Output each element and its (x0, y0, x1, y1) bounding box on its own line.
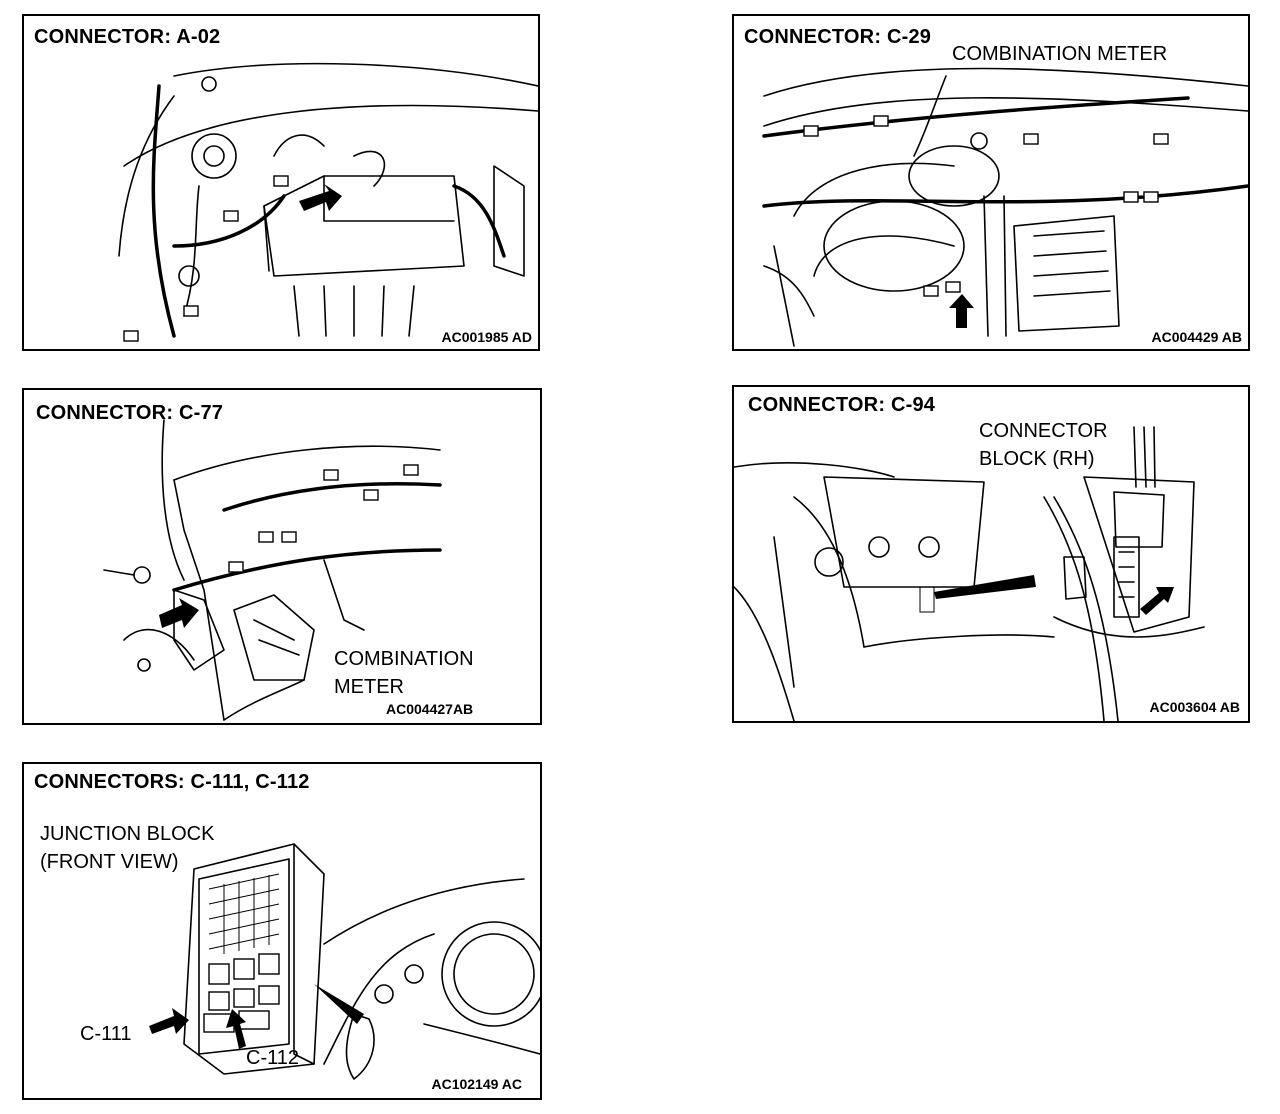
panel-title: CONNECTOR: C-77 (36, 402, 224, 424)
dashboard-harness-illustration (762, 67, 1248, 347)
label-connector-block-line2: BLOCK (RH) (979, 448, 1095, 470)
panel-title: CONNECTOR: C-94 (748, 394, 936, 416)
panel-title: CONNECTOR: A-02 (34, 26, 221, 48)
figure-code: AC004429 AB (1151, 329, 1242, 345)
panel-title: CONNECTOR: C-29 (744, 26, 932, 48)
figure-code: AC004427AB (386, 701, 474, 717)
label-connector-block-line1: CONNECTOR (979, 420, 1108, 442)
label-combination-meter-line1: COMBINATION (334, 648, 474, 670)
label-c111: C-111 (80, 1023, 132, 1045)
engine-bay-illustration (118, 62, 538, 342)
label-junction-block-line1: JUNCTION BLOCK (40, 823, 215, 845)
panel-connector-a02: CONNECTOR: A-02 AC001985 AD (22, 14, 540, 351)
panel-connector-c77: CONNECTOR: C-77 COMBINATION METER AC0044… (22, 388, 542, 725)
connector-block-illustration (734, 426, 1205, 721)
panel-connectors-c111-c112: CONNECTORS: C-111, C-112 JUNCTION BLOCK … (22, 762, 542, 1100)
panel-title: CONNECTORS: C-111, C-112 (34, 771, 310, 793)
label-junction-block-line2: (FRONT VIEW) (40, 851, 179, 873)
label-combination-meter: COMBINATION METER (952, 43, 1168, 65)
junction-block-illustration (149, 843, 540, 1080)
figure-code: AC102149 AC (431, 1076, 522, 1092)
panel-connector-c94: CONNECTOR: C-94 CONNECTOR BLOCK (RH) AC0… (732, 385, 1250, 723)
label-c112: C-112 (246, 1047, 299, 1069)
label-combination-meter-line2: METER (334, 676, 404, 698)
panel-connector-c29: CONNECTOR: C-29 COMBINATION METER AC0044… (732, 14, 1250, 351)
figure-code: AC001985 AD (441, 329, 532, 345)
meter-harness-illustration (103, 419, 442, 721)
figure-code: AC003604 AB (1149, 699, 1240, 715)
